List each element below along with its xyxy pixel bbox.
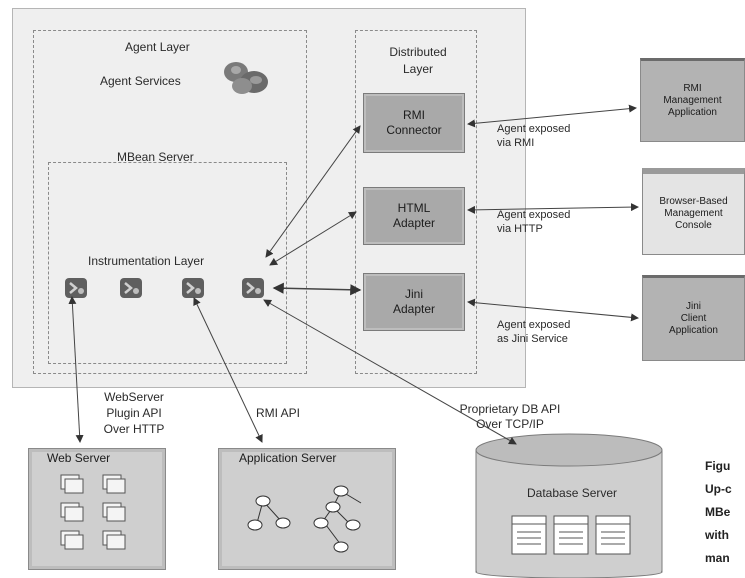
web-server-title: Web Server [47,451,111,465]
mbean-icon-4 [240,276,266,305]
database-server-title: Database Server [527,486,618,500]
agent-services-label: Agent Services [100,74,181,88]
agent-services-gears-icon [224,62,268,94]
mbean-server-title: MBean Server [117,150,194,164]
web-server-pages-icon [60,474,126,550]
web-server-box: Web Server [28,448,166,570]
agent-layer-title: Agent Layer [125,40,190,54]
database-server-cylinder [475,433,663,578]
mbean-icon-3 [180,276,206,305]
mbean-icon-2 [118,276,144,305]
application-server-graph-icon [247,485,362,553]
application-server-box: Application Server [218,448,396,570]
application-server-title: Application Server [239,451,337,465]
instrumentation-layer-label: Instrumentation Layer [88,254,205,268]
mbean-icon-1 [63,276,89,305]
